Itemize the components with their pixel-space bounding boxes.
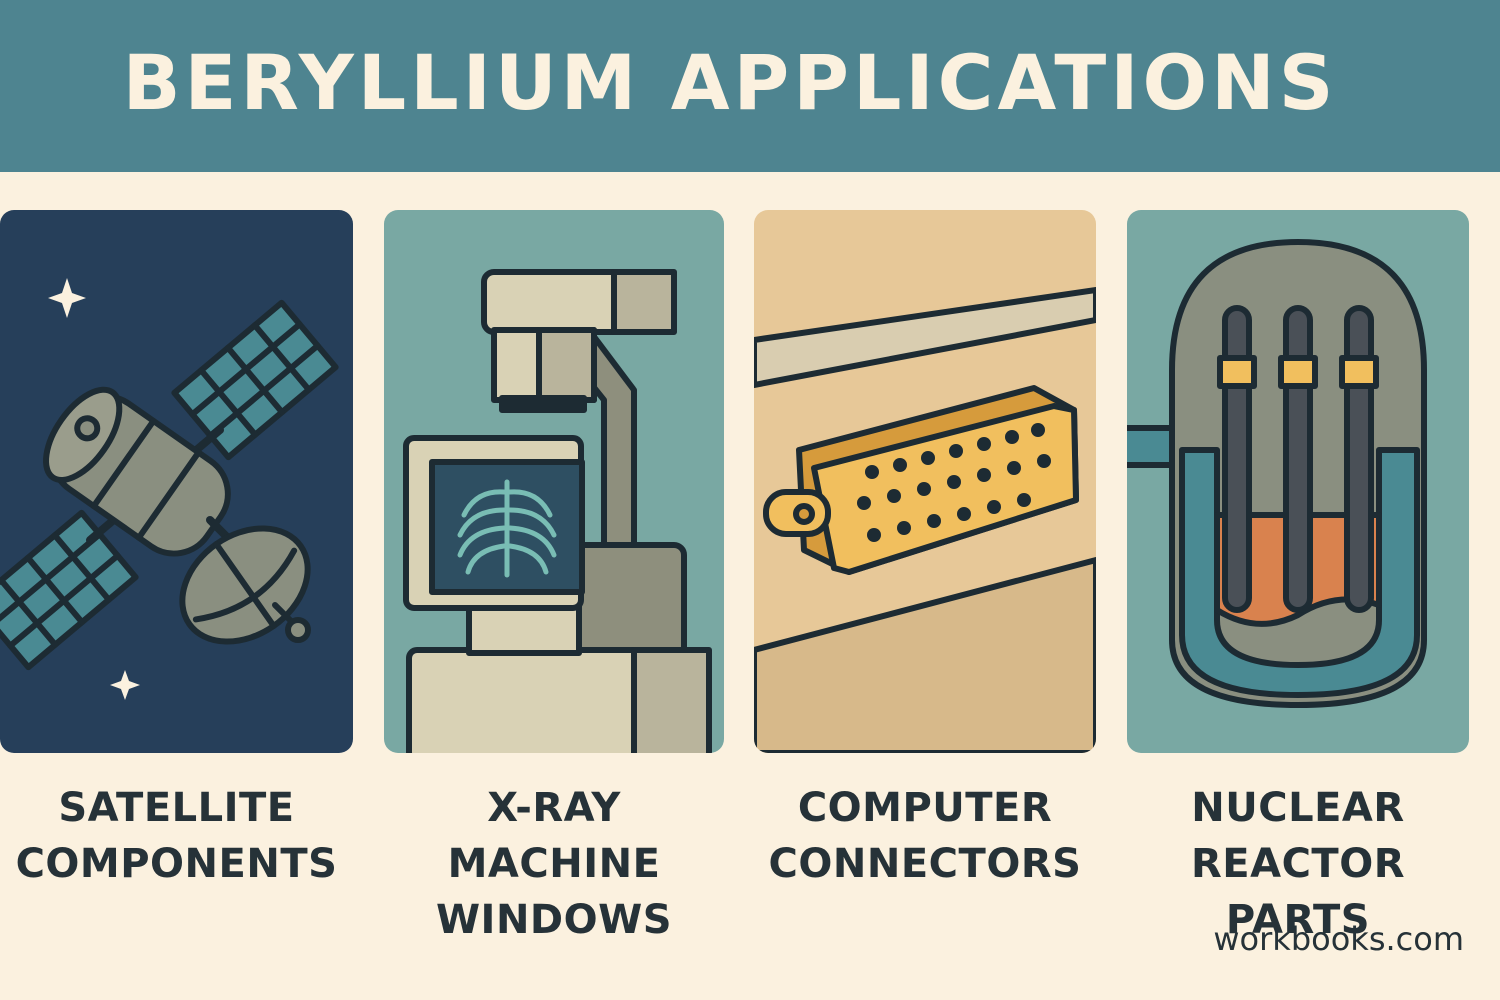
label-nuclear-reactor-parts: NUCLEAR REACTOR PARTS — [1117, 780, 1479, 948]
satellite-card — [0, 210, 353, 753]
label-line: REACTOR PARTS — [1190, 841, 1406, 943]
reactor-card — [1127, 210, 1469, 753]
label-line: X-RAY MACHINE — [447, 785, 661, 887]
label-satellite-components: SATELLITE COMPONENTS — [0, 780, 353, 892]
label-xray-windows: X-RAY MACHINE WINDOWS — [374, 780, 734, 948]
label-line: COMPUTER — [797, 785, 1053, 831]
page-title: BERYLLIUM APPLICATIONS — [122, 37, 1338, 127]
satellite-icon — [0, 278, 339, 700]
label-computer-connectors: COMPUTER CONNECTORS — [754, 780, 1096, 892]
label-line: SATELLITE — [58, 785, 295, 831]
xray-machine-icon — [403, 269, 712, 753]
connector-card — [754, 210, 1096, 753]
label-line: WINDOWS — [435, 897, 673, 943]
connector-icon — [754, 287, 1096, 753]
label-line: COMPONENTS — [15, 841, 338, 887]
label-line: NUCLEAR — [1191, 785, 1405, 831]
footer-watermark: workbooks.com — [1213, 920, 1464, 958]
reactor-icon — [1127, 239, 1427, 708]
label-line: CONNECTORS — [768, 841, 1082, 887]
title-banner — [0, 0, 1500, 172]
xray-card — [384, 210, 724, 753]
